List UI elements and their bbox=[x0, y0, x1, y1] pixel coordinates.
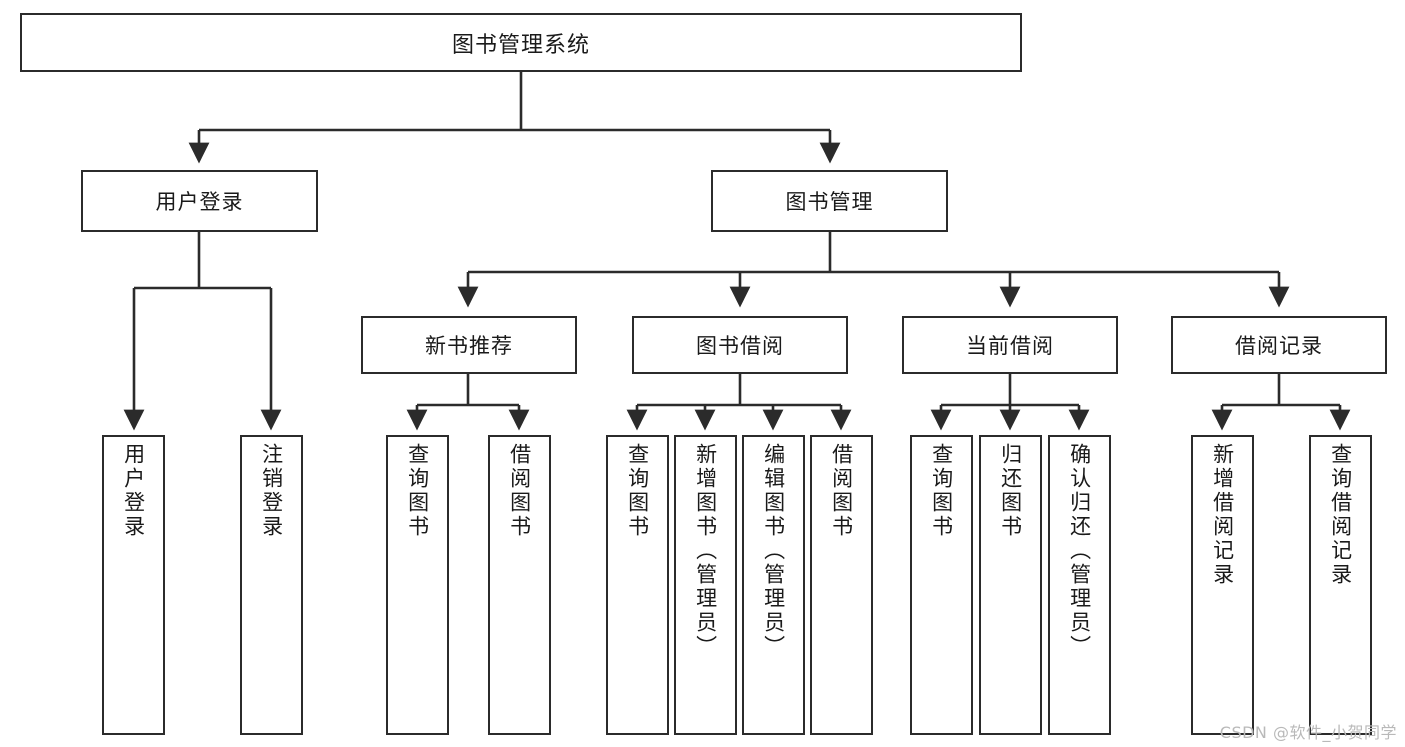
leaf-label: 用户登录 bbox=[121, 443, 146, 539]
node-borrow-record[interactable]: 借阅记录 bbox=[1171, 316, 1387, 374]
leaf-query-book-2[interactable]: 查询图书 bbox=[606, 435, 669, 735]
node-book-borrow[interactable]: 图书借阅 bbox=[632, 316, 848, 374]
leaf-label: 归还图书 bbox=[998, 443, 1023, 539]
node-user-login[interactable]: 用户登录 bbox=[81, 170, 318, 232]
leaf-confirm-return[interactable]: 确认归还（管理员） bbox=[1048, 435, 1111, 735]
leaf-label: 确认归还（管理员） bbox=[1067, 443, 1092, 659]
leaf-label: 查询图书 bbox=[929, 443, 954, 539]
leaf-label: 新增图书（管理员） bbox=[693, 443, 718, 659]
leaf-label: 借阅图书 bbox=[507, 443, 532, 539]
node-root[interactable]: 图书管理系统 bbox=[20, 13, 1022, 72]
leaf-label: 借阅图书 bbox=[829, 443, 854, 539]
leaf-return-book[interactable]: 归还图书 bbox=[979, 435, 1042, 735]
leaf-query-book-3[interactable]: 查询图书 bbox=[910, 435, 973, 735]
leaf-label: 查询图书 bbox=[625, 443, 650, 539]
leaf-label: 编辑图书（管理员） bbox=[761, 443, 786, 659]
node-current-borrow[interactable]: 当前借阅 bbox=[902, 316, 1118, 374]
leaf-borrow-book-1[interactable]: 借阅图书 bbox=[488, 435, 551, 735]
node-book-manage[interactable]: 图书管理 bbox=[711, 170, 948, 232]
leaf-label: 查询图书 bbox=[405, 443, 430, 539]
leaf-query-book-1[interactable]: 查询图书 bbox=[386, 435, 449, 735]
leaf-label: 注销登录 bbox=[259, 443, 284, 539]
leaf-add-book[interactable]: 新增图书（管理员） bbox=[674, 435, 737, 735]
leaf-borrow-book-2[interactable]: 借阅图书 bbox=[810, 435, 873, 735]
leaf-query-borrow-record[interactable]: 查询借阅记录 bbox=[1309, 435, 1372, 735]
leaf-logout[interactable]: 注销登录 bbox=[240, 435, 303, 735]
leaf-label: 查询借阅记录 bbox=[1328, 443, 1353, 587]
watermark-text: CSDN @软件_小贺同学 bbox=[1219, 723, 1397, 742]
leaf-user-login[interactable]: 用户登录 bbox=[102, 435, 165, 735]
leaf-label: 新增借阅记录 bbox=[1210, 443, 1235, 587]
leaf-edit-book[interactable]: 编辑图书（管理员） bbox=[742, 435, 805, 735]
leaf-add-borrow-record[interactable]: 新增借阅记录 bbox=[1191, 435, 1254, 735]
node-new-book-recommend[interactable]: 新书推荐 bbox=[361, 316, 577, 374]
